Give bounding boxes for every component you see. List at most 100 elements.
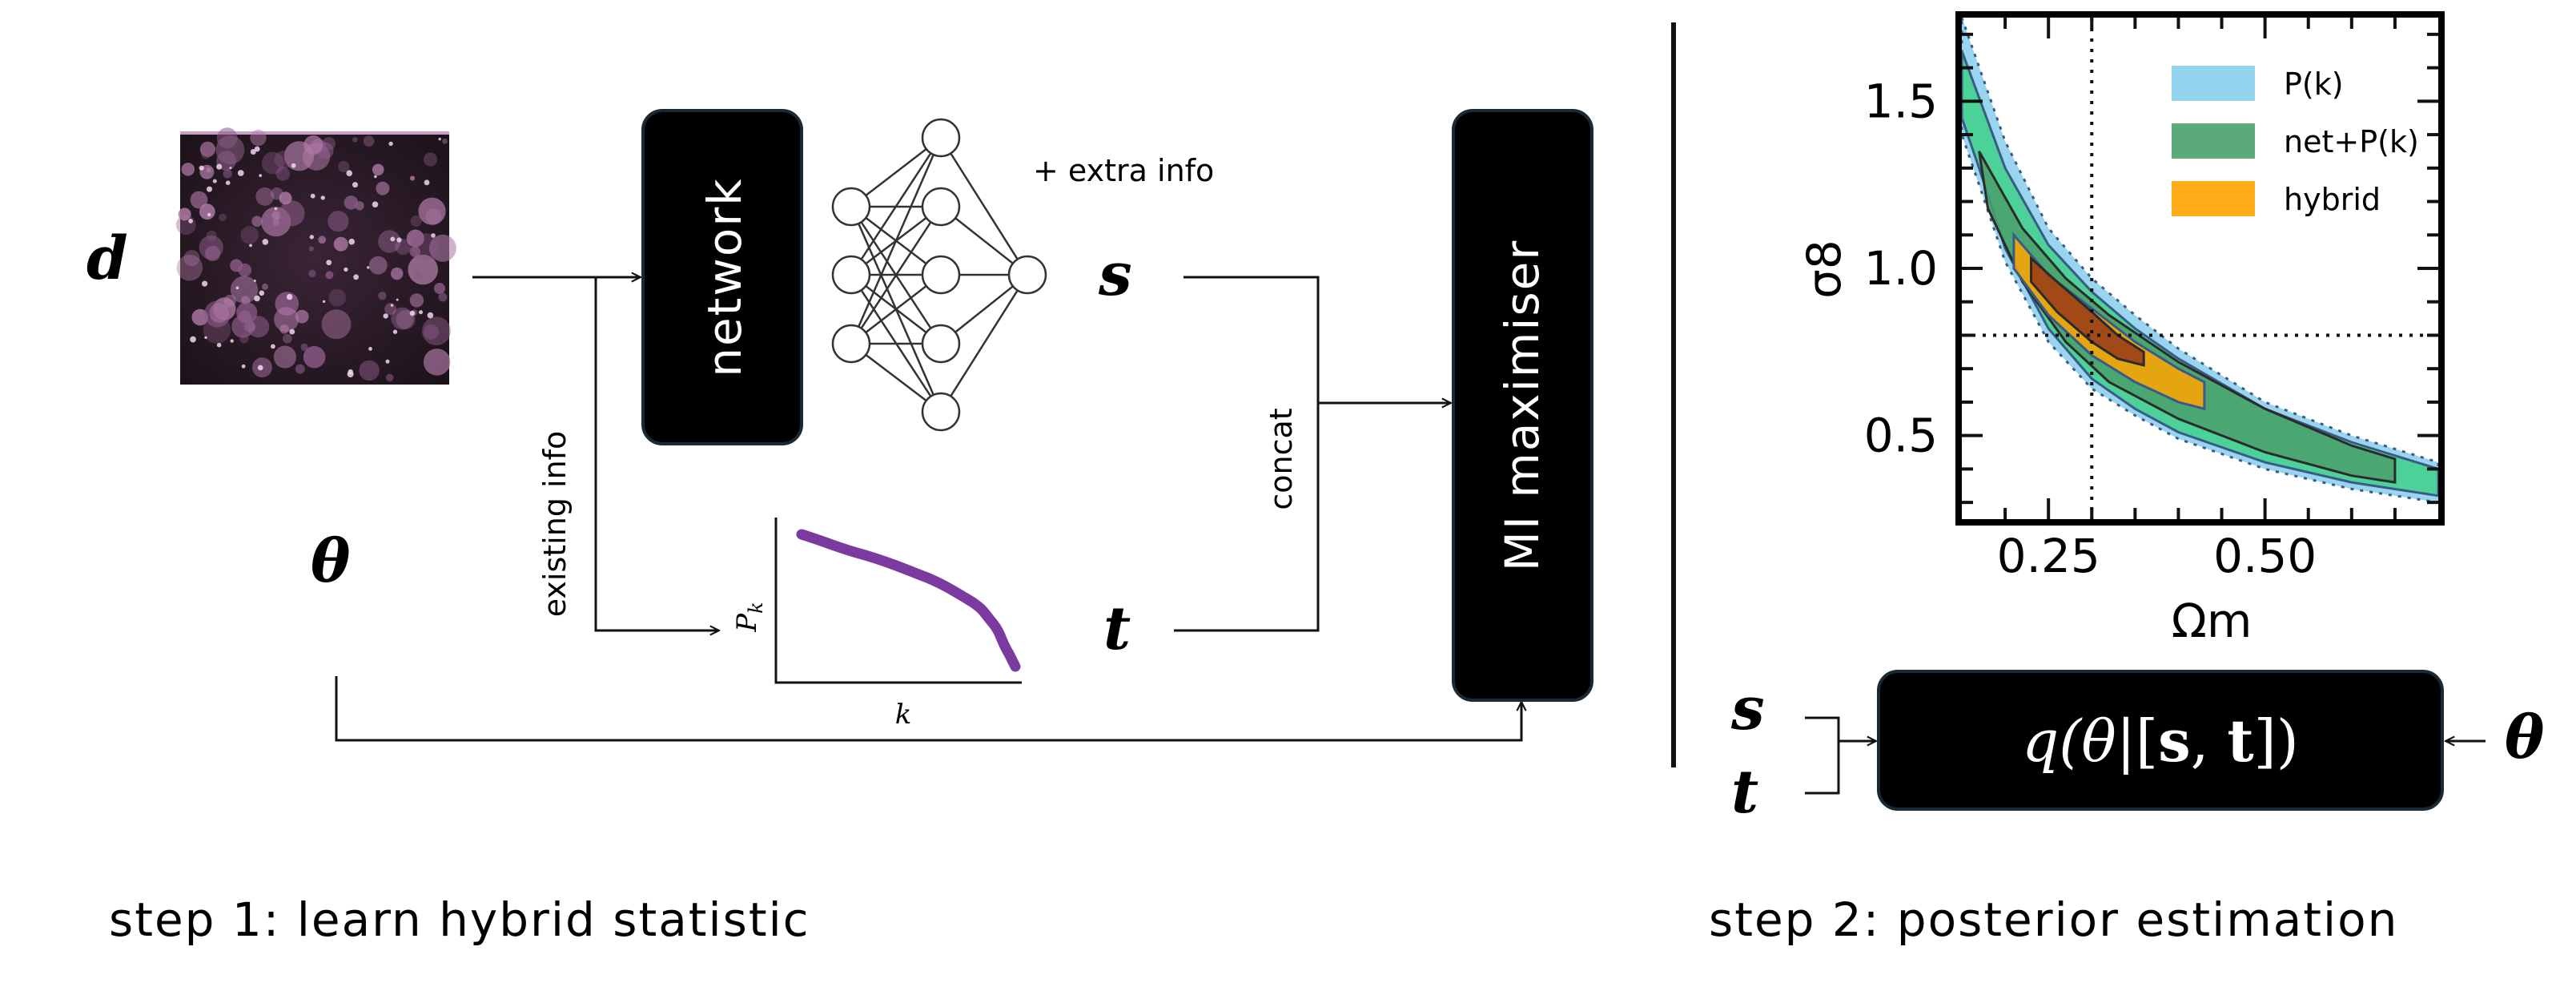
pk-curve bbox=[796, 529, 1021, 672]
field-halo bbox=[289, 328, 295, 335]
step1-caption: step 1: learn hybrid statistic bbox=[109, 892, 810, 947]
field-halo bbox=[320, 195, 325, 200]
symbol-t-step2: t bbox=[1731, 758, 1758, 827]
field-structure bbox=[395, 239, 412, 256]
legend-label: net+P(k) bbox=[2284, 124, 2419, 159]
pk-xlabel: k bbox=[895, 699, 912, 731]
field-structure bbox=[308, 269, 316, 278]
field-structure bbox=[223, 294, 236, 308]
field-structure bbox=[372, 163, 384, 176]
field-structure bbox=[363, 135, 375, 147]
field-structure bbox=[418, 197, 446, 225]
field-structure bbox=[209, 303, 230, 323]
field-structure bbox=[273, 345, 296, 369]
field-structure bbox=[409, 293, 424, 308]
field-halo bbox=[250, 149, 256, 155]
field-structure bbox=[325, 271, 334, 280]
field-structure bbox=[391, 307, 414, 330]
field-structure bbox=[261, 151, 284, 175]
field-structure bbox=[333, 236, 348, 252]
field-halo bbox=[225, 180, 231, 185]
field-structure bbox=[434, 283, 445, 294]
field-structure bbox=[378, 292, 387, 300]
field-structure bbox=[279, 191, 292, 205]
field-structures bbox=[175, 127, 456, 382]
field-structure bbox=[216, 127, 238, 149]
field-structure bbox=[344, 195, 359, 210]
field-structure bbox=[206, 167, 211, 173]
field-halo bbox=[352, 182, 358, 188]
mi-maximiser-box: MI maximiser bbox=[1452, 109, 1593, 702]
field-halo bbox=[390, 236, 396, 242]
field-structure bbox=[414, 272, 421, 280]
field-structure bbox=[181, 163, 195, 176]
field-halo bbox=[254, 295, 260, 302]
field-halo bbox=[190, 336, 196, 343]
field-structure bbox=[303, 135, 324, 155]
field-structure bbox=[423, 152, 438, 167]
field-structure bbox=[230, 276, 259, 304]
mi-maximiser-label: MI maximiser bbox=[1495, 240, 1549, 571]
field-structure bbox=[251, 216, 263, 227]
field-structure bbox=[230, 259, 243, 272]
field-structure bbox=[359, 360, 380, 381]
extra-info-label: + extra info bbox=[1033, 153, 1214, 188]
field-structure bbox=[422, 316, 451, 346]
field-structure bbox=[378, 230, 401, 253]
field-structure bbox=[262, 283, 268, 290]
field-structure bbox=[279, 200, 305, 227]
field-halo bbox=[291, 163, 296, 168]
concat-label: concat bbox=[1264, 408, 1299, 510]
existing-info-label: existing info bbox=[537, 431, 573, 618]
symbol-s-step1: s bbox=[1098, 240, 1132, 309]
symbol-theta-step1: θ bbox=[311, 527, 351, 596]
plot-frame bbox=[1955, 11, 2445, 526]
field-halo bbox=[409, 310, 416, 316]
field-halo bbox=[257, 365, 263, 371]
field-halo bbox=[326, 260, 332, 266]
field-halo bbox=[216, 163, 223, 170]
field-structure bbox=[385, 373, 394, 382]
field-structure bbox=[410, 216, 422, 227]
field-halo bbox=[204, 336, 207, 340]
contour-hybrid bbox=[2012, 232, 2206, 411]
flow-arrows-step1 bbox=[335, 277, 1521, 742]
step2-caption: step 2: posterior estimation bbox=[1709, 892, 2398, 947]
field-halo bbox=[235, 286, 239, 290]
field-structure bbox=[321, 309, 352, 340]
posterior-label: q(θ|[s, t]) bbox=[2022, 707, 2299, 775]
field-structure bbox=[318, 236, 327, 244]
field-halo bbox=[286, 293, 293, 300]
field-halo bbox=[216, 342, 222, 348]
pk-axes bbox=[774, 518, 1022, 684]
field-structure bbox=[406, 229, 424, 248]
field-halo bbox=[427, 312, 434, 319]
field-structure bbox=[328, 211, 349, 232]
field-halo bbox=[212, 179, 217, 183]
field-halo bbox=[424, 179, 430, 186]
field-structure bbox=[274, 151, 293, 169]
network-label: network bbox=[697, 177, 752, 377]
field-halo bbox=[368, 347, 372, 351]
field-structure bbox=[328, 288, 347, 307]
field-halo bbox=[274, 207, 278, 211]
field-structure bbox=[409, 246, 420, 258]
y-tick-label: 1.0 bbox=[1864, 241, 1938, 296]
pk-plot: Pk k bbox=[731, 518, 1022, 731]
field-structure bbox=[219, 213, 227, 222]
field-halo bbox=[385, 359, 390, 364]
field-halo bbox=[241, 364, 246, 369]
posterior-box: q(θ|[s, t]) bbox=[1877, 670, 2444, 811]
chart-legend: P(k)net+P(k)hybrid bbox=[2172, 66, 2419, 217]
field-structure bbox=[438, 292, 448, 302]
field-structure bbox=[295, 364, 305, 374]
field-halo bbox=[230, 339, 234, 343]
field-halo bbox=[419, 310, 423, 315]
symbol-theta-step2: θ bbox=[2505, 703, 2545, 772]
field-halo bbox=[353, 274, 359, 280]
field-structure bbox=[223, 169, 232, 179]
field-halo bbox=[392, 329, 398, 334]
field-halo bbox=[367, 266, 370, 269]
